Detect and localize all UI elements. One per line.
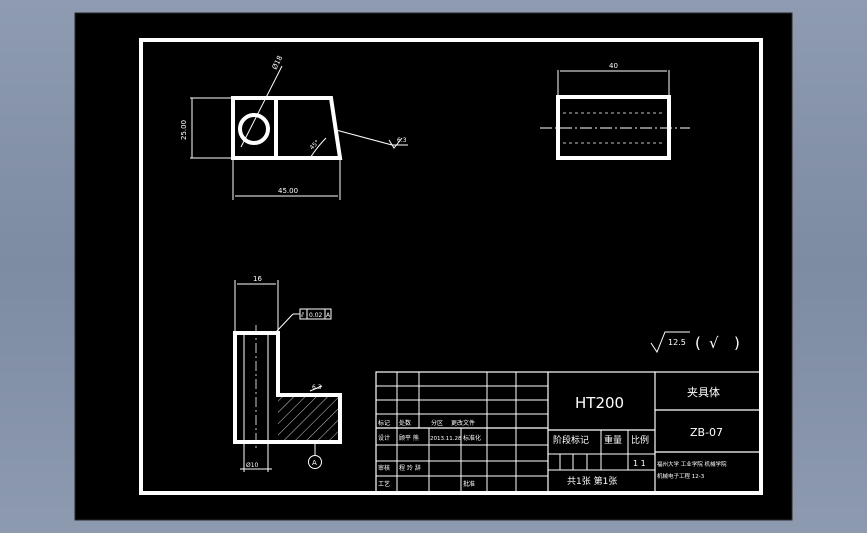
part-name: 夹具体 [687, 385, 720, 399]
section-hatch [278, 395, 340, 442]
tolerance-datum-ref: A [326, 312, 331, 319]
roughness-symbol [388, 137, 403, 149]
label-change-doc: 更改文件 [451, 419, 475, 427]
diameter-leader [240, 65, 283, 148]
label-design: 设计 [378, 434, 390, 442]
label-count: 处数 [399, 419, 411, 427]
designer-name: 顾平 熊 [399, 434, 419, 442]
check-symbol: √ [709, 334, 719, 352]
angle-arc [309, 137, 327, 159]
school-line-1: 福州大学 工业学院 机械学院 [657, 460, 727, 468]
datum-label: A [312, 459, 317, 467]
label-process: 工艺 [378, 480, 390, 488]
tolerance-value: 0.02 [309, 312, 323, 319]
global-roughness-value: 12.5 [668, 338, 686, 347]
design-date: 2013.11.28 [430, 436, 462, 442]
label-scale: 比例 [631, 434, 649, 446]
label-stage: 阶段标记 [553, 434, 589, 446]
label-review: 审核 [378, 464, 390, 472]
drawing-border [139, 38, 763, 495]
front-roughness-label: 6.3 [397, 137, 407, 144]
label-zone: 分区 [431, 419, 443, 427]
bore-circle [238, 113, 270, 145]
side-roughness-label: 6.3 [312, 384, 322, 391]
side-top-dim-label: 16 [253, 275, 262, 283]
drawing-number: ZB-07 [690, 426, 723, 439]
top-width-dim-label: 40 [609, 62, 618, 70]
label-mark: 标记 [378, 419, 390, 427]
section-outline [233, 331, 342, 444]
school-line-2: 机械电子工程 12-3 [657, 472, 705, 480]
tolerance-symbol: ⫽ [300, 311, 305, 319]
height-dim-label: 25.00 [180, 120, 188, 140]
tolerance-frame [299, 308, 332, 320]
datum-circle [308, 455, 322, 469]
paren-close: ) [734, 334, 740, 352]
title-block: 标记 处数 分区 更改文件 设计 顾平 熊 2013.11.28 标准化 审核 … [375, 371, 762, 493]
label-standard: 标准化 [463, 434, 481, 442]
title-block-frame [375, 371, 762, 493]
material-label: HT200 [575, 394, 624, 412]
roughness-leader [335, 129, 393, 146]
reviewer-name: 程 玲 辞 [399, 464, 421, 472]
front-view-body-right [274, 96, 343, 160]
top-view: 40 [540, 62, 690, 160]
label-weight: 重量 [604, 434, 622, 446]
drawing-sheet [74, 12, 793, 521]
width-dim-label: 45.00 [278, 187, 298, 195]
section-view: 16 ⫽ 0.02 A 6.3 Ø10 A [233, 275, 342, 472]
bore-dim-label: Ø10 [246, 462, 259, 469]
global-roughness: 12.5 ( √ ) [650, 331, 740, 354]
label-approve: 批准 [463, 480, 475, 488]
front-view: Ø18 25.00 45.00 45° 6.3 [180, 54, 408, 200]
scale-value: 1 1 [633, 459, 646, 468]
paren-open: ( [695, 334, 701, 352]
sheet-count: 共1张 第1张 [567, 475, 617, 487]
